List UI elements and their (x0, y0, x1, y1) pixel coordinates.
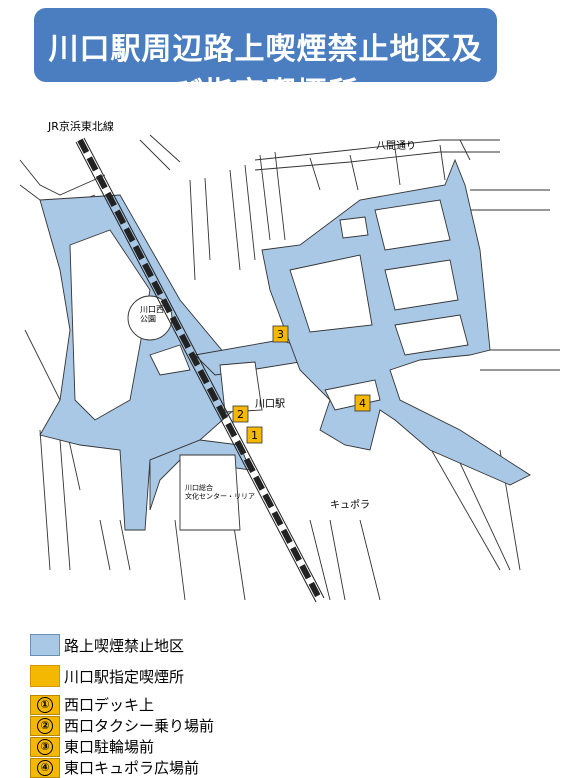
legend-spot-2: ② 西口タクシー乗り場前 (30, 715, 214, 736)
area-map: JR京浜東北線 八間通り 川口西公園 川口駅 川口総合文化センター・リリア キュ… (19, 119, 560, 603)
marker-1: 1 (251, 429, 258, 442)
building-label: 川口総合文化センター・リリア (185, 483, 255, 500)
spot-number-3: ③ (37, 738, 53, 755)
legend-spot-1: ① 西口デッキ上 (30, 694, 154, 715)
west-blocks (69, 229, 263, 531)
street-label: 八間通り (376, 140, 416, 152)
lilia-building (179, 454, 241, 531)
zone-swatch (30, 634, 60, 656)
spot-number-1: ① (37, 696, 53, 713)
spot-label-3: 東口駐輪場前 (64, 738, 155, 756)
spot-label-2: 西口タクシー乗り場前 (64, 717, 215, 735)
spot-label-1: 西口デッキ上 (64, 696, 155, 714)
legend-zone-label: 路上喫煙禁止地区 (64, 636, 185, 655)
smoking-spot-markers: 1 2 3 4 (232, 325, 371, 444)
railway (75, 137, 325, 603)
spot-label-4: 東口キュポラ広場前 (64, 759, 200, 777)
spot-swatch (30, 665, 60, 687)
rail-label: JR京浜東北線 (47, 119, 114, 133)
mall-label: キュポラ (330, 499, 370, 511)
marker-3: 3 (277, 328, 284, 341)
legend-spot-label: 川口駅指定喫煙所 (64, 667, 185, 686)
station-label: 川口駅 (255, 398, 285, 410)
park-label: 川口西公園 (140, 305, 164, 324)
legend-zone: 路上喫煙禁止地区 (30, 634, 184, 656)
spot-number-2: ② (37, 717, 53, 734)
legend-spot-3: ③ 東口駐輪場前 (30, 736, 154, 757)
marker-2: 2 (237, 408, 244, 421)
map-title: 川口駅周辺路上喫煙禁止地区及び指定喫煙所 (48, 32, 483, 111)
east-blocks (289, 199, 469, 411)
legend-spot-4: ④ 東口キュポラ広場前 (30, 757, 199, 778)
title-banner: 川口駅周辺路上喫煙禁止地区及び指定喫煙所 (34, 8, 497, 111)
legend-spot: 川口駅指定喫煙所 (30, 665, 184, 687)
spot-number-4: ④ (37, 759, 53, 776)
marker-4: 4 (359, 397, 366, 410)
